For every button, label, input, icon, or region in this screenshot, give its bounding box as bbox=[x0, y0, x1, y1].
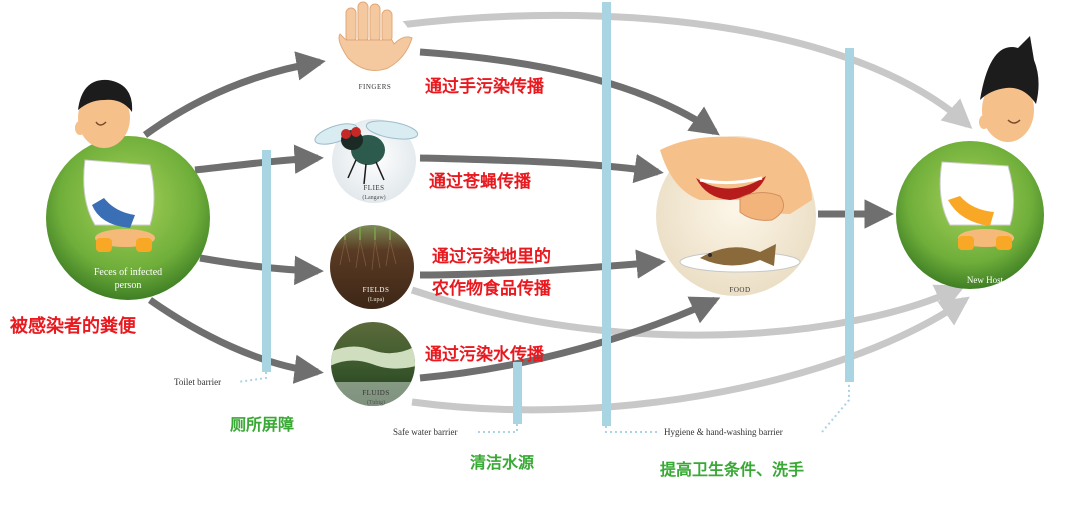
arrow-fingers-to-host bbox=[399, 11, 973, 129]
fly-icon bbox=[314, 120, 419, 185]
fluids-label-en: FLUIDS bbox=[362, 389, 390, 397]
fluids-label-cn: 通过污染水传播 bbox=[425, 344, 545, 365]
transmission-arrows bbox=[142, 48, 894, 384]
squatting-person-icon bbox=[939, 36, 1039, 250]
arrow-source-to-fingers bbox=[142, 51, 326, 138]
source-node: Feces of infected person bbox=[46, 79, 210, 300]
food-label-en: FOOD bbox=[729, 286, 750, 294]
fluids-label-sub: (Tubig) bbox=[367, 399, 385, 406]
hygiene-barrier-label: Hygiene & hand-washing barrier bbox=[664, 427, 783, 437]
toilet-barrier-bar bbox=[262, 150, 271, 372]
flies-label-sub: (Langaw) bbox=[362, 194, 385, 201]
hygiene-barrier-bar-1 bbox=[602, 2, 611, 426]
fields-label-cn-1: 通过污染地里的 bbox=[432, 246, 551, 267]
fields-label-cn-2: 农作物食品传播 bbox=[431, 278, 552, 299]
bypass-arrows bbox=[399, 11, 973, 414]
fluids-node: FLUIDS (Tubig) bbox=[331, 322, 415, 406]
food-node: FOOD bbox=[656, 136, 816, 296]
arrow-fluids-to-host bbox=[411, 296, 970, 414]
water-barrier-label: Safe water barrier bbox=[393, 427, 457, 437]
fish-plate-icon bbox=[679, 244, 801, 273]
fields-label-sub: (Lupa) bbox=[368, 296, 384, 303]
source-label-en-2: person bbox=[115, 280, 142, 291]
squatting-person-icon bbox=[75, 79, 155, 252]
barrier-leaders bbox=[237, 372, 850, 433]
hygiene-barrier-bar-2 bbox=[845, 48, 854, 382]
source-label-cn: 被感染者的粪便 bbox=[10, 315, 137, 337]
arrow-source-to-flies bbox=[194, 144, 324, 174]
hand-icon bbox=[338, 1, 413, 71]
source-label-en-1: Feces of infected bbox=[94, 267, 162, 278]
arrow-fields-to-host bbox=[410, 284, 966, 339]
arrow-fluids-to-food bbox=[419, 296, 721, 382]
eating-face-icon bbox=[660, 136, 812, 221]
arrow-fingers-to-food bbox=[419, 48, 720, 136]
fingers-node: FINGERS bbox=[330, 1, 414, 92]
hygiene-barrier-label-cn: 提高卫生条件、洗手 bbox=[660, 460, 804, 479]
fingers-label-cn: 通过手污染传播 bbox=[425, 76, 545, 97]
flies-label-en: FLIES bbox=[363, 184, 384, 192]
arrow-flies-to-food bbox=[419, 154, 664, 184]
fields-node: FIELDS (Lupa) bbox=[330, 225, 414, 309]
flies-node: FLIES (Langaw) bbox=[314, 119, 419, 203]
water-barrier-bar bbox=[513, 362, 522, 424]
toilet-barrier-label: Toilet barrier bbox=[174, 377, 221, 387]
host-label-en: New Host bbox=[967, 275, 1004, 285]
arrow-source-to-fluids bbox=[147, 297, 324, 384]
water-barrier-label-cn: 清洁水源 bbox=[470, 453, 534, 472]
toilet-barrier-label-cn: 厕所屏障 bbox=[230, 415, 294, 434]
fields-label-en: FIELDS bbox=[363, 286, 390, 294]
arrow-fields-to-food bbox=[419, 249, 666, 279]
flies-label-cn: 通过苍蝇传播 bbox=[429, 171, 532, 192]
fingers-label-en: FINGERS bbox=[359, 83, 392, 91]
water-surface-icon bbox=[331, 346, 415, 369]
arrow-source-to-fields bbox=[199, 254, 324, 286]
host-node: New Host bbox=[896, 36, 1044, 289]
